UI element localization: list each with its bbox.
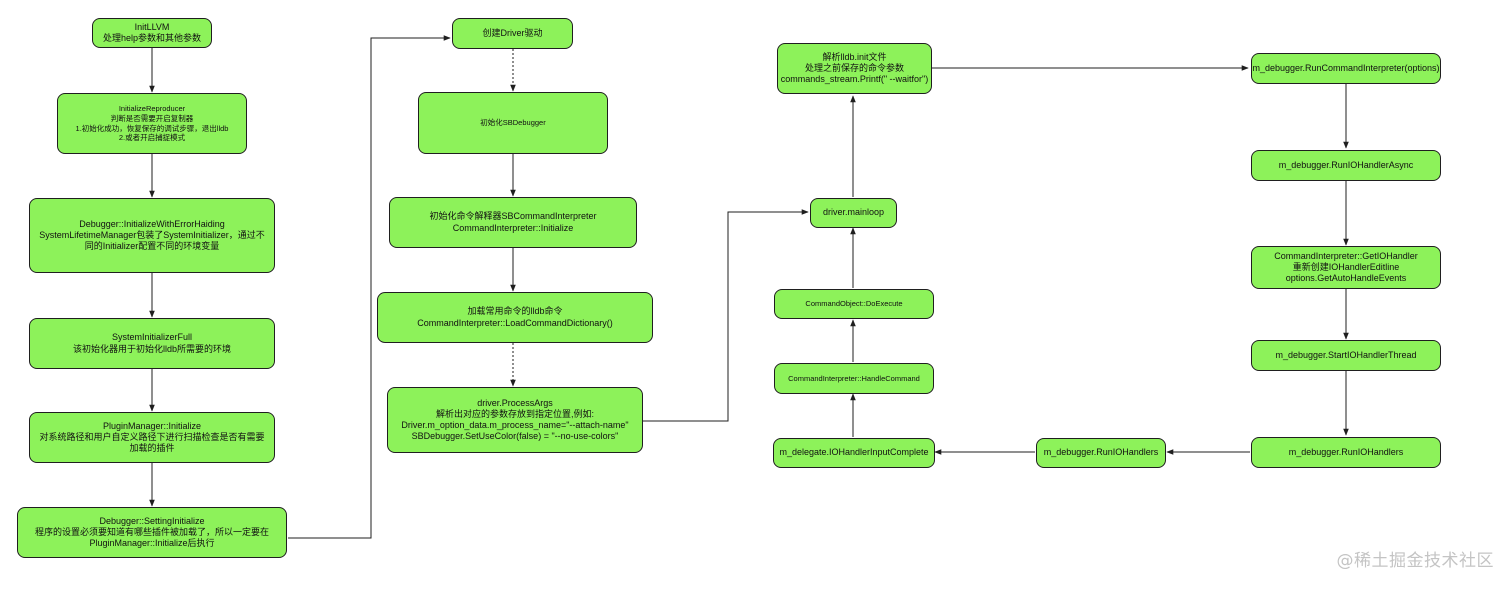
node-init-command-interpreter-line: CommandInterpreter::Initialize bbox=[452, 222, 574, 233]
node-init-command-interpreter-line: 初始化命令解释器SBCommandInterpreter bbox=[429, 211, 597, 222]
node-get-io-handler[interactable]: CommandInterpreter::GetIOHandler 重新创建IOH… bbox=[1251, 246, 1441, 289]
node-system-initializer-full-line: 该初始化器用于初始化lldb所需要的环境 bbox=[72, 343, 231, 354]
node-driver-mainloop[interactable]: driver.mainloop bbox=[810, 198, 897, 228]
node-debugger-initialize-line: 同的Initializer配置不同的环境变量 bbox=[84, 241, 220, 252]
node-run-command-interpreter[interactable]: m_debugger.RunCommandInterpreter(options… bbox=[1251, 53, 1441, 84]
node-init-sbdebugger-line: 初始化SBDebugger bbox=[480, 118, 546, 128]
node-init-llvm-line: InitLLVM bbox=[134, 21, 170, 32]
node-handle-command[interactable]: CommandInterpreter::HandleCommand bbox=[774, 363, 934, 394]
node-do-execute-line: CommandObject::DoExecute bbox=[805, 299, 903, 309]
edge-processargs-mainloop bbox=[643, 209, 809, 422]
node-start-io-handler-thread[interactable]: m_debugger.StartIOHandlerThread bbox=[1251, 340, 1441, 371]
node-setting-initialize[interactable]: Debugger::SettingInitialize 程序的设置必须要知道有哪… bbox=[17, 507, 287, 558]
node-process-args-line: driver.ProcessArgs bbox=[477, 397, 553, 408]
node-init-command-interpreter[interactable]: 初始化命令解释器SBCommandInterpreter CommandInte… bbox=[389, 197, 637, 248]
node-debugger-initialize-line: Debugger::InitializeWithErrorHaiding bbox=[79, 218, 225, 229]
node-get-io-handler-line: 重新创建IOHandlerEditline bbox=[1292, 261, 1400, 272]
node-run-io-handlers-right-line: m_debugger.RunIOHandlers bbox=[1288, 446, 1404, 457]
node-process-args-line: SBDebugger.SetUseColor(false) = "--no-us… bbox=[411, 431, 619, 442]
node-plugin-manager-initialize-line: 加载的插件 bbox=[129, 443, 175, 454]
node-io-handler-input-complete-line: m_delegate.IOHandlerInputComplete bbox=[779, 447, 929, 458]
edge-settinginit-createdriver bbox=[288, 35, 451, 539]
node-system-initializer-full[interactable]: SystemInitializerFull 该初始化器用于初始化lldb所需要的… bbox=[29, 318, 275, 369]
node-run-io-handler-async[interactable]: m_debugger.RunIOHandlerAsync bbox=[1251, 150, 1441, 181]
node-setting-initialize-line: 程序的设置必须要知道有哪些插件被加载了，所以一定要在 bbox=[34, 526, 269, 537]
node-parse-lldbinit-line: 处理之前保存的命令参数 bbox=[804, 62, 904, 73]
node-run-io-handlers-mid-line: m_debugger.RunIOHandlers bbox=[1043, 447, 1159, 458]
node-plugin-manager-initialize-line: 对系统路径和用户自定义路径下进行扫描检查是否有需要 bbox=[39, 431, 265, 442]
node-setting-initialize-line: PluginManager::Initialize后执行 bbox=[89, 538, 215, 549]
node-setting-initialize-line: Debugger::SettingInitialize bbox=[99, 515, 205, 526]
node-parse-lldbinit-line: 解析lldb.init文件 bbox=[822, 51, 887, 62]
node-io-handler-input-complete[interactable]: m_delegate.IOHandlerInputComplete bbox=[773, 438, 935, 468]
node-create-driver[interactable]: 创建Driver驱动 bbox=[452, 18, 573, 49]
node-initialize-reproducer-line: 判断是否需要开启复制器 bbox=[110, 113, 194, 123]
node-plugin-manager-initialize[interactable]: PluginManager::Initialize 对系统路径和用户自定义路径下… bbox=[29, 412, 275, 463]
node-run-command-interpreter-line: m_debugger.RunCommandInterpreter(options… bbox=[1252, 62, 1440, 73]
node-run-io-handler-async-line: m_debugger.RunIOHandlerAsync bbox=[1278, 159, 1414, 170]
node-run-io-handlers-mid[interactable]: m_debugger.RunIOHandlers bbox=[1036, 438, 1166, 468]
node-parse-lldbinit[interactable]: 解析lldb.init文件 处理之前保存的命令参数 commands_strea… bbox=[777, 43, 932, 94]
watermark: @稀土掘金技术社区 bbox=[1336, 551, 1494, 571]
node-init-llvm[interactable]: InitLLVM 处理help参数和其他参数 bbox=[92, 18, 212, 48]
node-load-command-dictionary-line: CommandInterpreter::LoadCommandDictionar… bbox=[417, 317, 613, 328]
node-start-io-handler-thread-line: m_debugger.StartIOHandlerThread bbox=[1275, 349, 1417, 360]
node-driver-mainloop-line: driver.mainloop bbox=[822, 207, 885, 218]
node-initialize-reproducer-line: 2.或者开启捕捉模式 bbox=[118, 133, 186, 143]
node-handle-command-line: CommandInterpreter::HandleCommand bbox=[788, 373, 920, 383]
node-get-io-handler-line: CommandInterpreter::GetIOHandler bbox=[1274, 250, 1418, 261]
node-init-llvm-line: 处理help参数和其他参数 bbox=[102, 33, 202, 43]
node-load-command-dictionary-line: 加载常用命令的lldb命令 bbox=[467, 306, 563, 317]
node-run-io-handlers-right[interactable]: m_debugger.RunIOHandlers bbox=[1251, 437, 1441, 468]
node-plugin-manager-initialize-line: PluginManager::Initialize bbox=[102, 420, 202, 431]
node-do-execute[interactable]: CommandObject::DoExecute bbox=[774, 289, 934, 319]
node-initialize-reproducer-line: InitializeReproducer bbox=[118, 104, 186, 113]
node-parse-lldbinit-line: commands_stream.Printf(" --waitfor") bbox=[780, 74, 929, 85]
node-system-initializer-full-line: SystemInitializerFull bbox=[111, 332, 193, 343]
node-create-driver-line: 创建Driver驱动 bbox=[482, 27, 543, 38]
node-process-args[interactable]: driver.ProcessArgs 解析出对应的参数存放到指定位置,例如: D… bbox=[387, 387, 643, 453]
node-get-io-handler-line: options.GetAutoHandleEvents bbox=[1285, 273, 1407, 284]
node-process-args-line: 解析出对应的参数存放到指定位置,例如: bbox=[435, 408, 594, 419]
node-debugger-initialize-line: SystemLifetimeManager包装了SystemInitialize… bbox=[39, 229, 265, 240]
node-init-sbdebugger[interactable]: 初始化SBDebugger bbox=[418, 92, 608, 154]
node-load-command-dictionary[interactable]: 加载常用命令的lldb命令 CommandInterpreter::LoadCo… bbox=[377, 292, 653, 343]
node-debugger-initialize[interactable]: Debugger::InitializeWithErrorHaiding Sys… bbox=[29, 198, 275, 273]
node-process-args-line: Driver.m_option_data.m_process_name="--a… bbox=[401, 420, 629, 430]
node-initialize-reproducer-line: 1.初始化成功，恢复保存的调试步骤，退出lldb bbox=[75, 123, 229, 133]
node-initialize-reproducer[interactable]: InitializeReproducer 判断是否需要开启复制器 1.初始化成功… bbox=[57, 93, 247, 154]
